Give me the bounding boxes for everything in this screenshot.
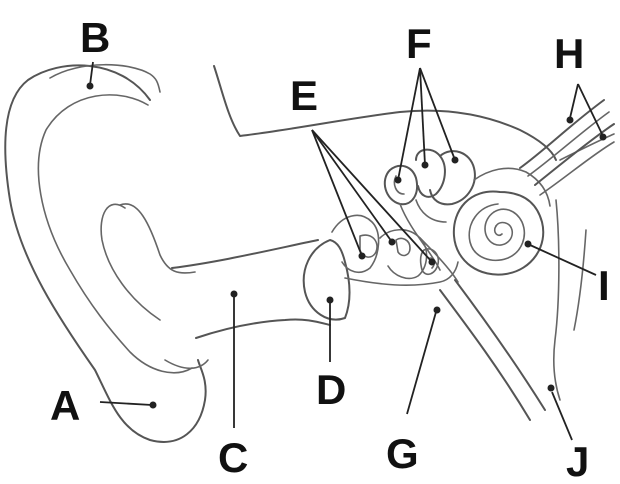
pinna-outline — [5, 65, 208, 442]
dot-i — [525, 241, 532, 248]
dot-c — [231, 291, 238, 298]
label-c: C — [218, 434, 248, 481]
dot-e-1 — [359, 253, 366, 260]
leader-h-1 — [570, 84, 578, 118]
middle-ear — [304, 215, 458, 319]
dot-e-2 — [389, 239, 396, 246]
leader-e-2 — [312, 130, 392, 242]
label-a: A — [50, 382, 80, 429]
label-d: D — [316, 366, 346, 413]
label-i: I — [598, 262, 610, 309]
dot-h-1 — [567, 117, 574, 124]
dot-a — [150, 402, 157, 409]
leader-i — [530, 245, 596, 275]
leader-h-2 — [578, 84, 603, 136]
leader-f-1 — [398, 68, 420, 180]
label-g: G — [386, 430, 419, 477]
dot-f-2 — [422, 162, 429, 169]
label-j: J — [566, 438, 589, 484]
leader-a — [100, 402, 152, 405]
leader-g — [407, 312, 436, 414]
label-f: F — [406, 20, 432, 67]
label-h: H — [554, 30, 584, 77]
ear-canal — [172, 240, 330, 338]
dot-g — [434, 307, 441, 314]
dot-b — [87, 83, 94, 90]
leader-j — [552, 392, 572, 440]
dot-h-2 — [600, 134, 607, 141]
leader-e-1 — [312, 130, 362, 256]
label-b: B — [80, 14, 110, 61]
dot-d — [327, 297, 334, 304]
label-e: E — [290, 72, 318, 119]
leader-f-3 — [420, 68, 455, 160]
dot-f-3 — [452, 157, 459, 164]
dot-j — [548, 385, 555, 392]
auditory-nerve — [520, 100, 614, 195]
dot-e-3 — [429, 259, 436, 266]
dot-f-1 — [395, 177, 402, 184]
